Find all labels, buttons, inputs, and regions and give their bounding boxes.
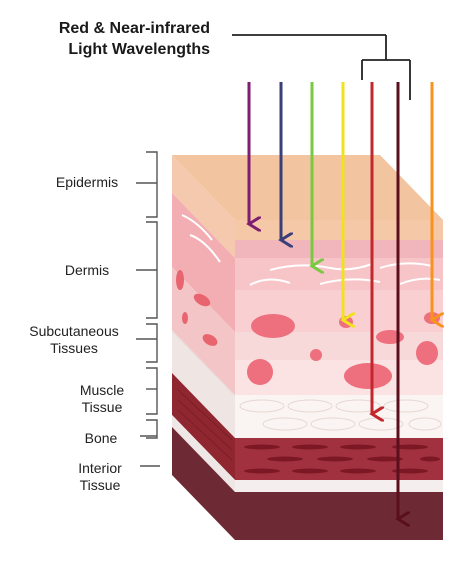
layer-bone bbox=[235, 480, 443, 492]
label-interior-tissue: Interior Tissue bbox=[78, 460, 122, 493]
diagram-title: Red & Near-infrared Light Wavelengths bbox=[20, 18, 210, 60]
layer-interior bbox=[235, 492, 443, 540]
label-epidermis: Epidermis bbox=[55, 174, 119, 190]
label-subcutaneous-tissues: Subcutaneous Tissues bbox=[29, 323, 119, 356]
dermis-fibers bbox=[249, 262, 441, 286]
label-dermis: Dermis bbox=[64, 262, 110, 278]
light-rays bbox=[249, 82, 432, 519]
title-line-2: Light Wavelengths bbox=[68, 41, 210, 58]
title-connector bbox=[232, 34, 411, 100]
block-side-face bbox=[172, 155, 235, 540]
block-top-face bbox=[172, 155, 443, 220]
label-brackets bbox=[136, 151, 160, 467]
label-bone: Bone bbox=[84, 430, 118, 446]
block-front-face bbox=[235, 220, 443, 540]
label-muscle-tissue: Muscle Tissue bbox=[79, 382, 125, 415]
title-line-1: Red & Near-infrared bbox=[58, 20, 210, 37]
layer-fat bbox=[235, 395, 443, 438]
